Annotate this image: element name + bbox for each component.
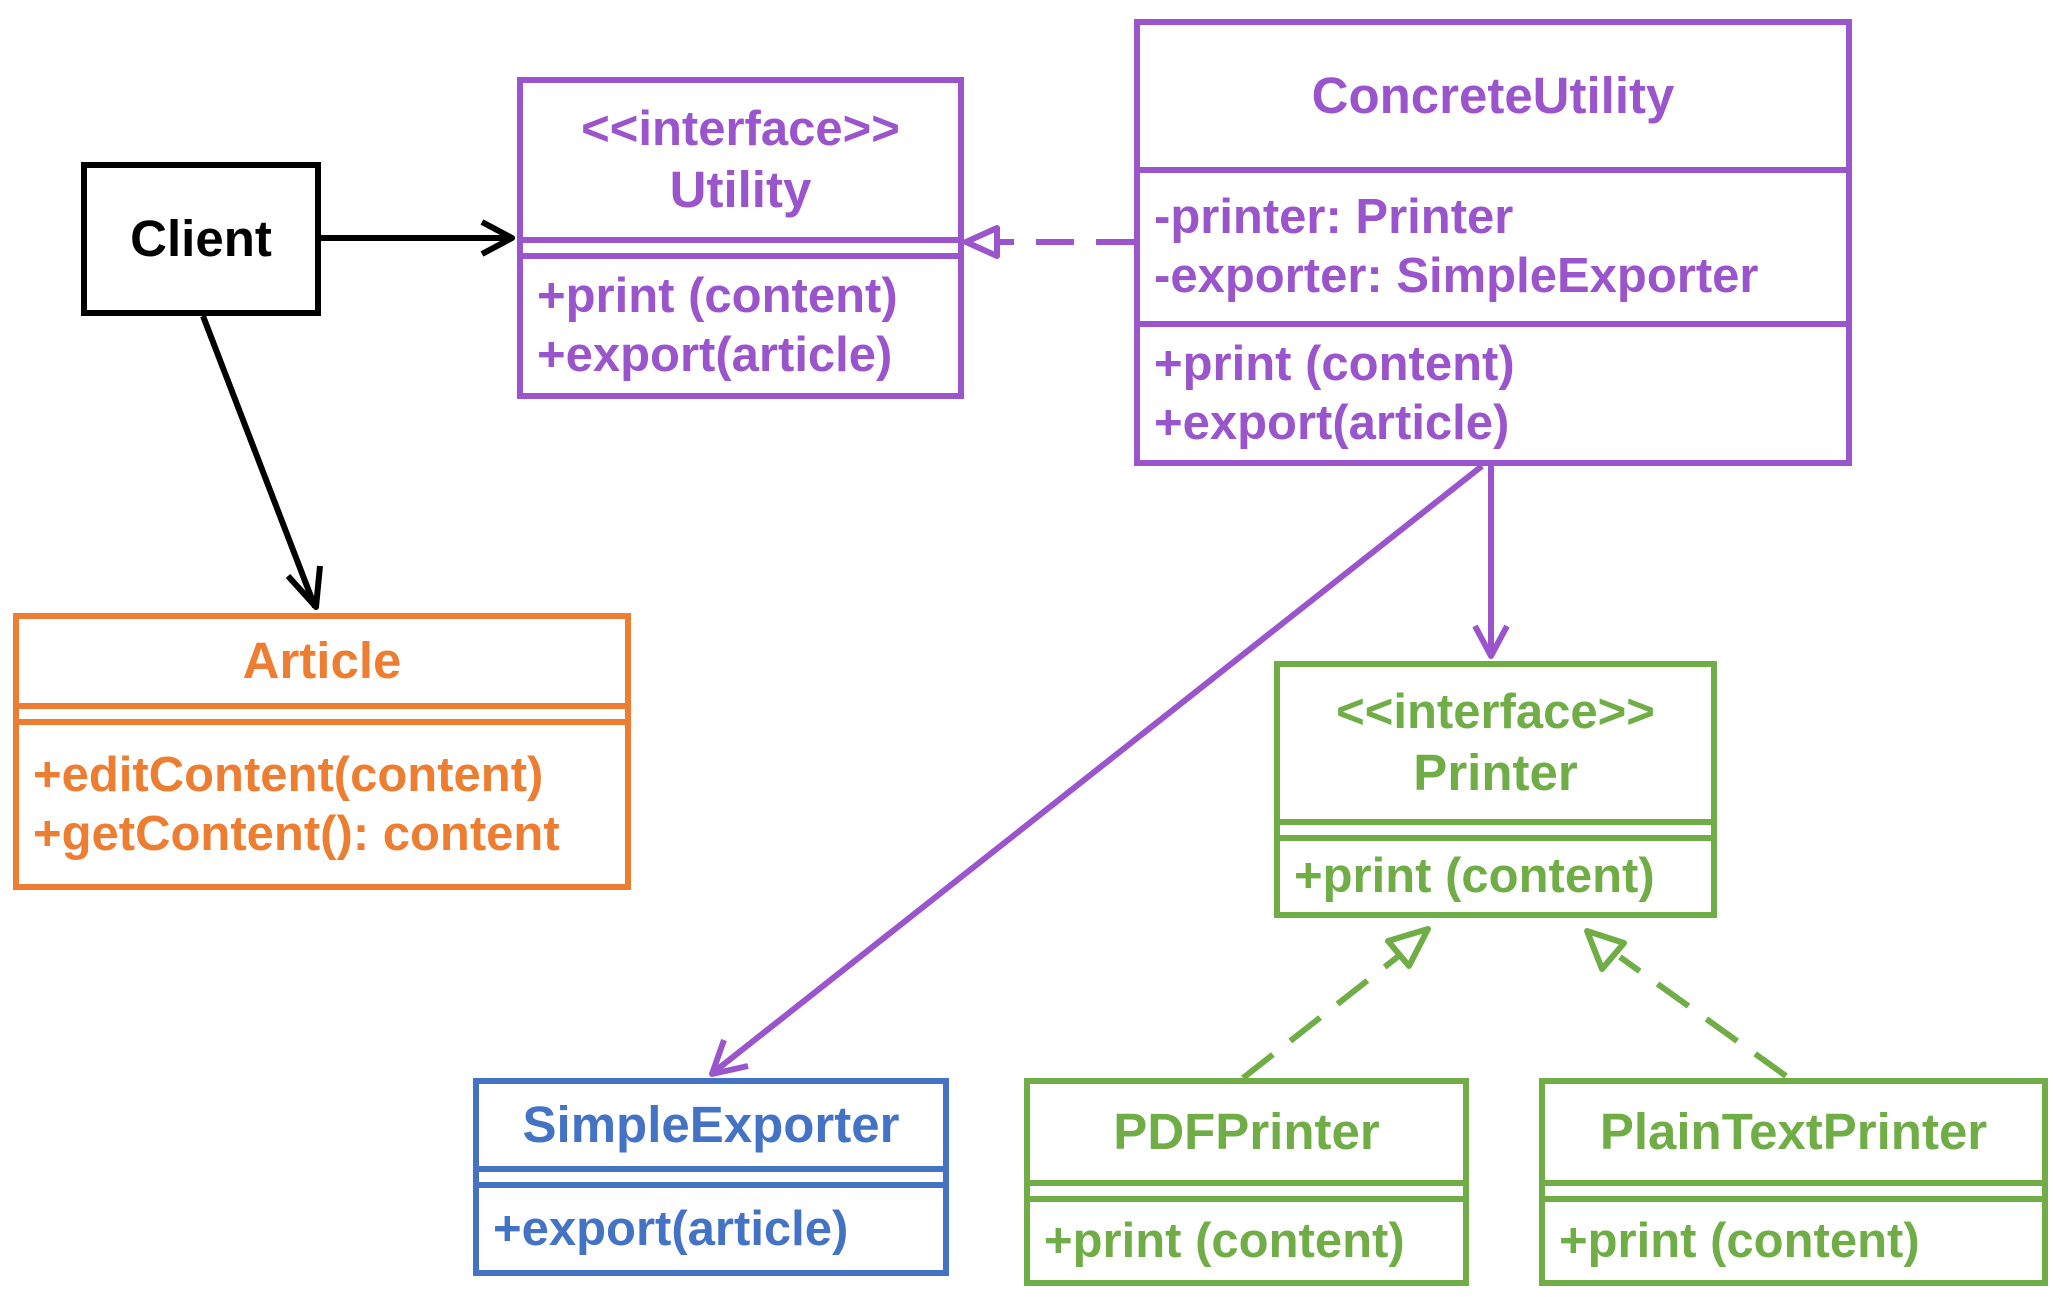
operation: +export(article) — [1154, 395, 1510, 450]
attribute: -printer: Printer — [1154, 190, 1514, 245]
plaintextprinter-class: PlainTextPrinter +print (content) — [1539, 1078, 2048, 1286]
attributes-compartment — [1545, 1180, 2042, 1196]
utility-interface: <<interface>> Utility +print (content) +… — [517, 77, 964, 399]
class-name: Printer — [1413, 743, 1578, 801]
class-name: PlainTextPrinter — [1599, 1103, 1988, 1161]
operations-compartment: +print (content) — [1280, 835, 1711, 912]
operation: +print (content) — [1294, 849, 1655, 904]
attributes-compartment — [523, 237, 958, 253]
operation: +print (content) — [1154, 336, 1515, 391]
client-to-utility-association — [321, 219, 515, 257]
stereotype-label: <<interface>> — [1336, 685, 1655, 739]
class-name: Article — [242, 632, 402, 690]
operations-compartment: +print (content) — [1030, 1196, 1463, 1280]
concreteutility-to-utility-realization — [963, 225, 1134, 259]
printer-interface-header: <<interface>> Printer — [1280, 667, 1711, 819]
stereotype-label: <<interface>> — [581, 102, 900, 156]
attributes-compartment — [479, 1166, 943, 1182]
client-to-article-association — [200, 314, 323, 610]
attributes-compartment — [1280, 819, 1711, 835]
operation: +print (content) — [537, 269, 898, 324]
operations-compartment: +export(article) — [479, 1182, 943, 1270]
client-class: Client — [81, 162, 321, 316]
class-name: ConcreteUtility — [1311, 67, 1675, 125]
class-name: PDFPrinter — [1113, 1103, 1380, 1161]
attribute: -exporter: SimpleExporter — [1154, 249, 1759, 303]
pdfprinter-class-header: PDFPrinter — [1030, 1084, 1463, 1180]
class-name: SimpleExporter — [522, 1096, 900, 1154]
pdfprinter-to-printer-realization — [1241, 926, 1431, 1081]
pdfprinter-class: PDFPrinter +print (content) — [1024, 1078, 1469, 1286]
operations-compartment: +print (content) — [1545, 1196, 2042, 1280]
utility-interface-header: <<interface>> Utility — [523, 83, 958, 237]
operation: +export(article) — [493, 1201, 849, 1256]
operations-compartment: +editContent(content) +getContent(): con… — [19, 719, 625, 884]
concreteutility-class-header: ConcreteUtility — [1140, 25, 1846, 167]
attributes-compartment — [1030, 1180, 1463, 1196]
simpleexporter-class: SimpleExporter +export(article) — [473, 1078, 949, 1276]
attributes-compartment: -printer: Printer -exporter: SimpleExpor… — [1140, 167, 1846, 321]
operation: +print (content) — [1044, 1213, 1405, 1268]
concreteutility-class: ConcreteUtility -printer: Printer -expor… — [1134, 19, 1852, 466]
operation: +print (content) — [1559, 1213, 1920, 1268]
attributes-compartment — [19, 703, 625, 719]
operation: +export(article) — [537, 328, 893, 382]
operations-compartment: +print (content) +export(article) — [1140, 321, 1846, 460]
plaintextprinter-to-printer-realization — [1584, 928, 1788, 1079]
simpleexporter-class-header: SimpleExporter — [479, 1084, 943, 1166]
article-class-header: Article — [19, 619, 625, 703]
concreteutility-to-simpleexporter-association — [709, 463, 1484, 1077]
operation: +editContent(content) — [33, 747, 544, 802]
class-name: Utility — [669, 160, 812, 218]
plaintextprinter-class-header: PlainTextPrinter — [1545, 1084, 2042, 1180]
operation: +getContent(): content — [33, 806, 560, 861]
printer-interface: <<interface>> Printer +print (content) — [1274, 661, 1717, 918]
operations-compartment: +print (content) +export(article) — [523, 253, 958, 393]
concreteutility-to-printer-association — [1472, 466, 1510, 659]
client-class-header: Client — [87, 168, 315, 310]
class-name: Client — [130, 210, 272, 268]
article-class: Article +editContent(content) +getConten… — [13, 613, 631, 890]
